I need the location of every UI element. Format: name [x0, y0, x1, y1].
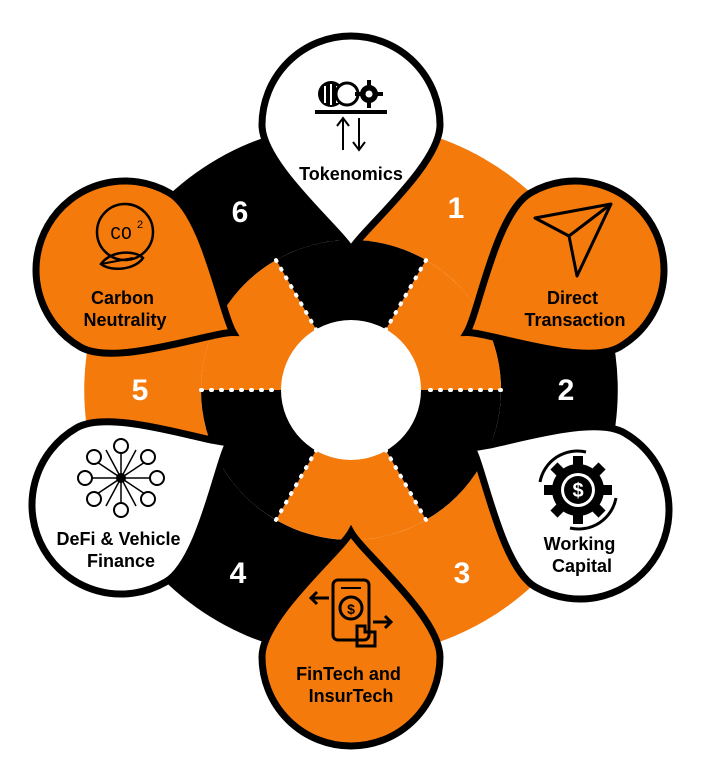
center-hole: [281, 320, 421, 460]
drop-label-tokenomics: Tokenomics: [299, 164, 403, 184]
drop-direct-transaction: Direct Transaction: [460, 177, 668, 357]
label-line: Transaction: [524, 310, 625, 330]
dollar-glyph: $: [572, 480, 583, 502]
co2-superscript: 2: [137, 220, 144, 232]
divider-line: [274, 448, 318, 522]
gear-dollar-icon: $: [538, 449, 618, 531]
segment-number-1: 1: [448, 192, 465, 225]
drop-label-working-capital: Working Capital: [544, 534, 621, 576]
divider-line: [384, 258, 428, 332]
drop-carbon: CO 2 Carbon Neutrality: [32, 177, 240, 357]
segment-number-6: 6: [232, 196, 249, 229]
drop-shape: [28, 418, 236, 598]
mobile-payment-icon: $: [308, 578, 394, 648]
label-line: Carbon: [91, 288, 154, 308]
label-line: Direct: [547, 288, 598, 308]
label-line: Tokenomics: [299, 164, 403, 184]
segment-number-3: 3: [454, 557, 471, 590]
drop-fintech: $ FinTech and InsurTech: [258, 524, 444, 750]
divider-line: [274, 258, 318, 332]
paper-plane-icon: [533, 202, 613, 278]
drop-label-carbon: Carbon Neutrality: [83, 288, 166, 330]
label-line: FinTech and: [296, 664, 401, 684]
drop-label-direct-transaction: Direct Transaction: [524, 288, 625, 330]
inner-segment-a: [276, 240, 426, 390]
drop-defi: DeFi & Vehicle Finance: [28, 418, 236, 598]
label-line: Capital: [552, 556, 612, 576]
drop-shape: [460, 177, 668, 357]
tokenomics-icon: [315, 80, 387, 152]
co2-leaf-icon: CO 2: [95, 202, 155, 271]
co2-text: CO: [110, 225, 132, 245]
drop-working-capital: $ Working Capital: [465, 423, 673, 603]
drop-tokenomics: Tokenomics: [258, 32, 444, 258]
network-people-icon: [77, 438, 165, 518]
inner-ring: [201, 240, 501, 540]
dotted-dividers: [199, 258, 503, 522]
segment-number-5: 5: [132, 374, 149, 407]
segment-numbers: 1 2 3 4 5 6: [132, 192, 575, 590]
label-line: DeFi & Vehicle: [56, 529, 180, 549]
label-line: Neutrality: [83, 310, 166, 330]
label-line: Working: [544, 534, 616, 554]
drop-label-fintech: FinTech and InsurTech: [296, 664, 406, 706]
drop-shape: [32, 177, 240, 357]
segment-number-2: 2: [558, 374, 575, 407]
segment-number-4: 4: [230, 557, 247, 590]
label-line: InsurTech: [309, 686, 394, 706]
drop-label-defi: DeFi & Vehicle Finance: [56, 529, 185, 571]
inner-segment-d: [276, 390, 426, 540]
dollar-glyph: $: [347, 601, 355, 617]
label-line: Finance: [87, 551, 155, 571]
divider-line: [384, 448, 428, 522]
drop-shape: [258, 32, 444, 258]
